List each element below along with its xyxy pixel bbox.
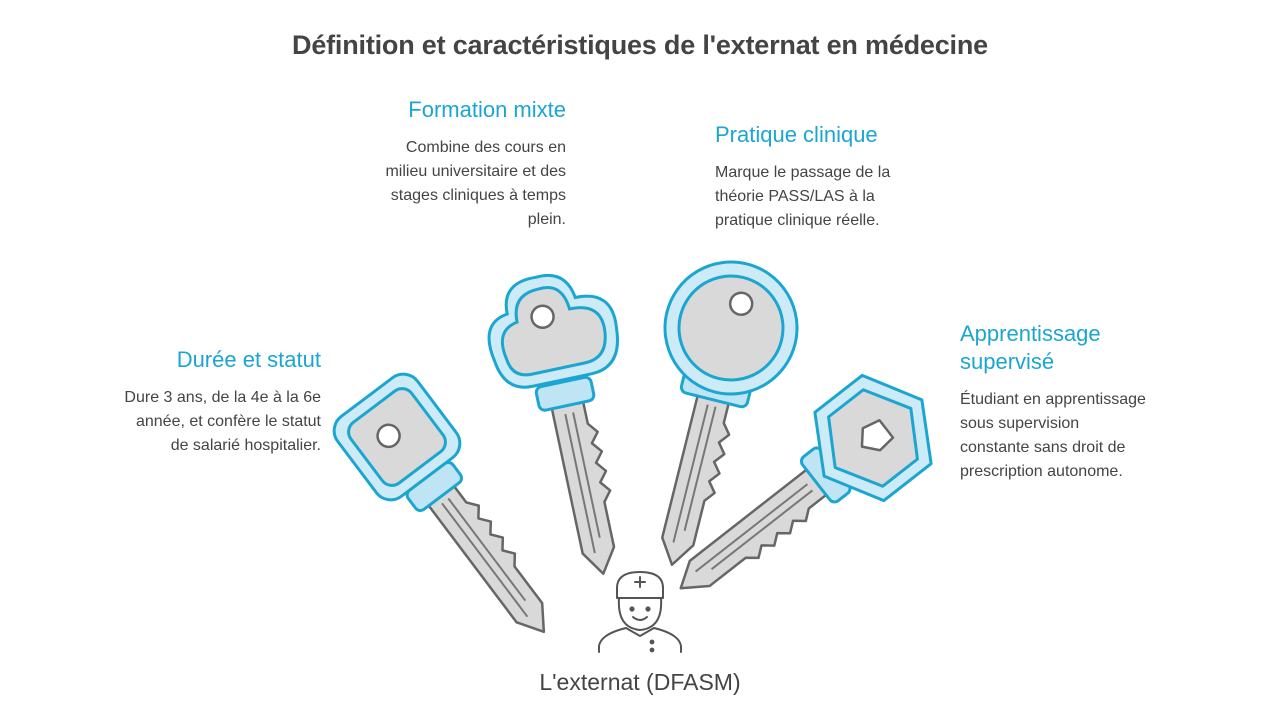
item-text: Combine des cours en milieu universitair… — [385, 139, 566, 228]
item-text: Étudiant en apprentissage sous supervisi… — [960, 391, 1146, 480]
key-icon-2 — [487, 273, 629, 579]
center-label: L'externat (DFASM) — [539, 669, 741, 695]
key-icon-1 — [332, 372, 565, 643]
key-icon-3 — [655, 260, 799, 572]
key-icon-4 — [669, 373, 933, 609]
item-pratique-clinique: Pratique clinique Marque le passage de l… — [715, 121, 920, 233]
item-duree-statut: Durée et statut Dure 3 ans, de la 4e à l… — [120, 346, 321, 458]
item-heading: Pratique clinique — [715, 122, 878, 147]
page-title: Définition et caractéristiques de l'exte… — [292, 30, 988, 60]
item-heading: Formation mixte — [408, 97, 566, 122]
doctor-icon — [598, 571, 682, 653]
item-text: Dure 3 ans, de la 4e à la 6e année, et c… — [124, 389, 321, 454]
item-apprentissage-supervise: Apprentissage supervisé Étudiant en appr… — [960, 320, 1152, 484]
item-heading: Apprentissage supervisé — [960, 321, 1101, 374]
item-text: Marque le passage de la théorie PASS/LAS… — [715, 164, 891, 229]
item-formation-mixte: Formation mixte Combine des cours en mil… — [376, 96, 566, 232]
item-heading: Durée et statut — [176, 347, 321, 372]
